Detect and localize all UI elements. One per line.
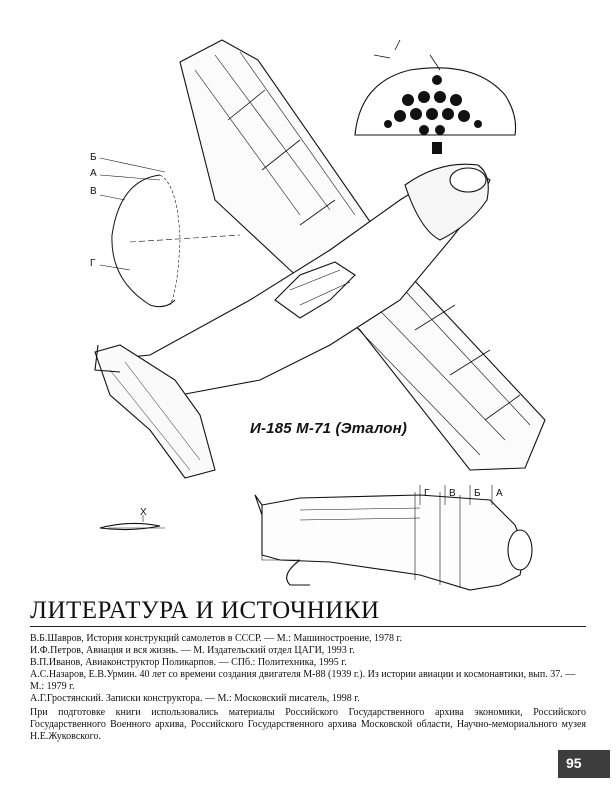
sources-note: При подготовке книги использовались мате… (30, 707, 586, 742)
reference-item: А.С.Назаров, Е.В.Урмин. 40 лет со времен… (30, 669, 576, 692)
side-view-fuselage (261, 494, 526, 591)
section-divider (30, 626, 586, 627)
reference-item: В.Б.Шавров, История конструкций самолето… (30, 633, 403, 644)
side-label-b: Б (474, 488, 481, 499)
page-number-box (558, 750, 610, 778)
side-label-g: Г (424, 488, 430, 499)
tail-label-x: Х (140, 507, 147, 518)
page-number: 95 (566, 755, 582, 771)
prop-label-b: Б (90, 152, 97, 163)
canopy (274, 261, 356, 319)
reference-item: В.П.Иванов, Авиаконструктор Поликарпов. … (30, 657, 347, 668)
propeller-disc (111, 174, 176, 308)
spinner (449, 167, 487, 193)
reference-item: И.Ф.Петров, Авиация и вся жизнь. — М. Из… (30, 645, 355, 656)
prop-label-v: В (90, 186, 97, 197)
tail-fin (94, 344, 121, 373)
instrument-dials (384, 75, 482, 154)
references-list: В.Б.Шавров, История конструкций самолето… (30, 633, 590, 705)
aircraft-drawing (94, 39, 546, 591)
horizontal-tail (94, 344, 216, 479)
prop-label-g: Г (90, 258, 96, 269)
side-label-a: А (496, 488, 503, 499)
section-title: ЛИТЕРАТУРА И ИСТОЧНИКИ (30, 597, 380, 624)
prop-label-a: А (90, 168, 97, 179)
reference-item: А.Г.Гростянский. Записки конструктора. —… (30, 693, 360, 704)
tail-section (99, 522, 161, 531)
side-label-v: В (449, 488, 456, 499)
aircraft-caption: И-185 М-71 (Эталон) (250, 420, 408, 437)
